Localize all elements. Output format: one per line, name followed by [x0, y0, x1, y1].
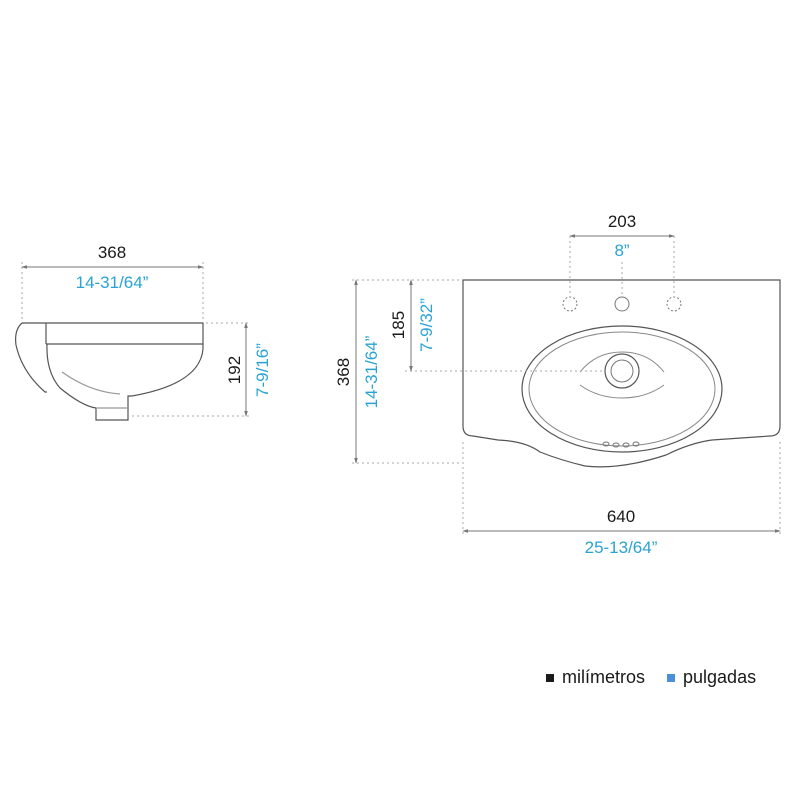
width-mm-label: 640	[607, 507, 635, 526]
legend-mm-swatch	[546, 673, 554, 682]
legend-mm-label: milímetros	[562, 667, 646, 687]
drain-inner	[610, 359, 634, 383]
side-width-mm-label: 368	[98, 243, 126, 262]
side-height-in-label: 7-9/16”	[253, 343, 272, 397]
depth-mm-label: 368	[334, 358, 353, 386]
width-in-label: 25-13/64”	[585, 538, 658, 557]
side-view-profile	[15, 322, 204, 421]
drain-offset-in-label: 7-9/32”	[417, 298, 436, 352]
legend-in-label: pulgadas	[683, 667, 757, 687]
legend-item-in: pulgadas	[667, 667, 756, 688]
bowl-outer	[521, 325, 723, 453]
side-height-mm-label: 192	[225, 356, 244, 384]
drain-offset-mm-label: 185	[389, 311, 408, 339]
front-view: 203 8” 368 14-31/64” 185 7-9/32” 640 25-…	[334, 212, 781, 557]
units-legend: milímetros pulgadas	[546, 667, 756, 688]
side-view: 368 14-31/64” 192 7-9/16”	[15, 243, 272, 421]
tap-holes	[562, 296, 682, 312]
bowl-inner	[528, 331, 716, 447]
tap-spacing-in-label: 8”	[614, 241, 629, 260]
tap-spacing-mm-label: 203	[608, 212, 636, 231]
legend-item-mm: milímetros	[546, 667, 645, 688]
side-width-in-label: 14-31/64”	[76, 273, 149, 292]
overflow-holes	[602, 441, 640, 448]
basin-outline	[462, 279, 781, 468]
depth-in-label: 14-31/64”	[362, 335, 381, 408]
legend-in-swatch	[667, 673, 676, 682]
drain-outer	[604, 353, 640, 389]
